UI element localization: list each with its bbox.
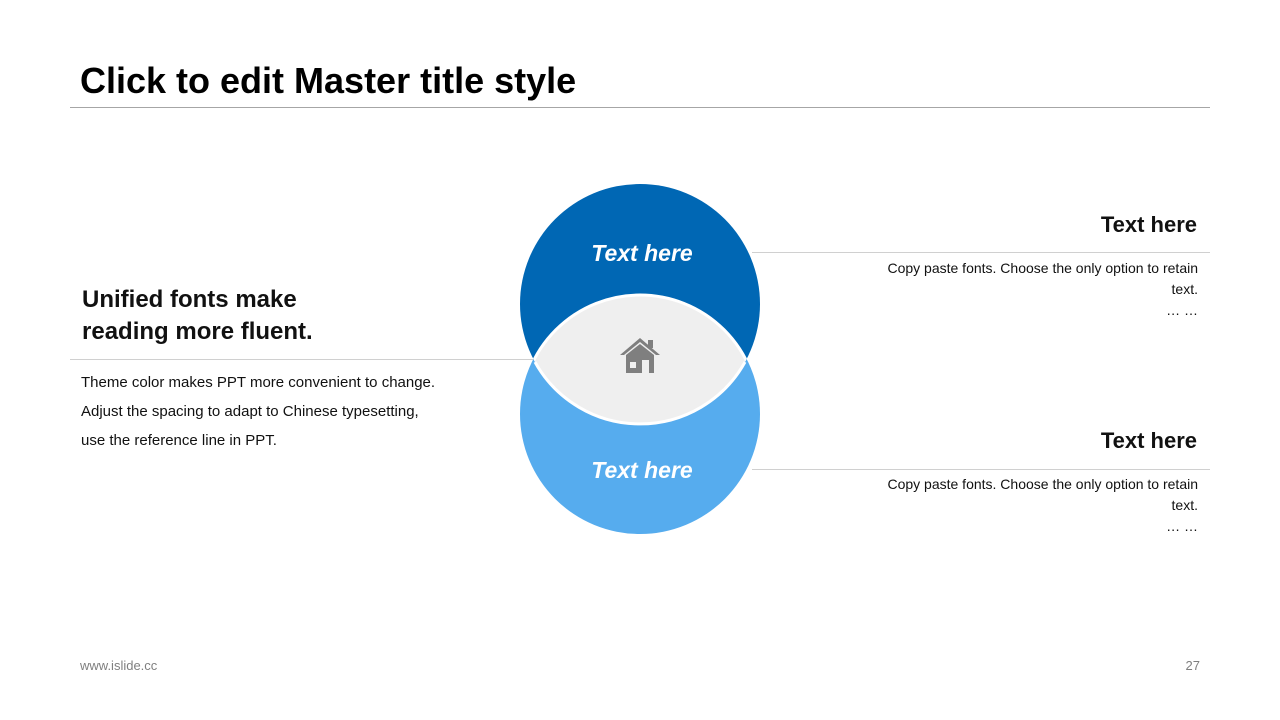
page-number: 27 [1185,658,1200,673]
right-item-2-heading: Text here [1100,428,1197,453]
slide-title: Click to edit Master title style [80,60,577,101]
right-item-1-divider [752,252,1210,253]
left-divider [70,359,540,360]
right-item-2-divider [752,469,1210,470]
venn-diagram: Text here Text here [520,184,760,534]
right-item-2-text: Copy paste fonts. Choose the only option… [887,476,1198,513]
right-item-1-text: Copy paste fonts. Choose the only option… [887,260,1198,297]
left-body-line-1: Theme color makes PPT more convenient to… [81,374,436,391]
left-heading: Unified fonts make reading more fluent. [82,284,462,348]
footer-url: www.islide.cc [80,658,158,673]
home-icon [620,338,660,373]
venn-bottom-label: Text here [591,457,693,483]
right-item-1-heading: Text here [1100,212,1197,237]
left-body: Theme color makes PPT more convenient to… [81,368,501,455]
right-item-1-ellipsis: … … [1166,302,1198,318]
right-item-2-ellipsis: … … [1166,518,1198,534]
left-heading-line-2: reading more fluent. [82,318,313,345]
right-item-2-body: Copy paste fonts. Choose the only option… [878,474,1198,537]
left-heading-line-1: Unified fonts make [82,286,297,313]
title-divider [70,107,1210,108]
left-body-line-2: Adjust the spacing to adapt to Chinese t… [81,403,419,420]
left-body-line-3: use the reference line in PPT. [81,432,277,449]
right-item-1-body: Copy paste fonts. Choose the only option… [878,258,1198,321]
venn-top-label: Text here [591,240,693,266]
venn-intersection-border [533,361,747,426]
